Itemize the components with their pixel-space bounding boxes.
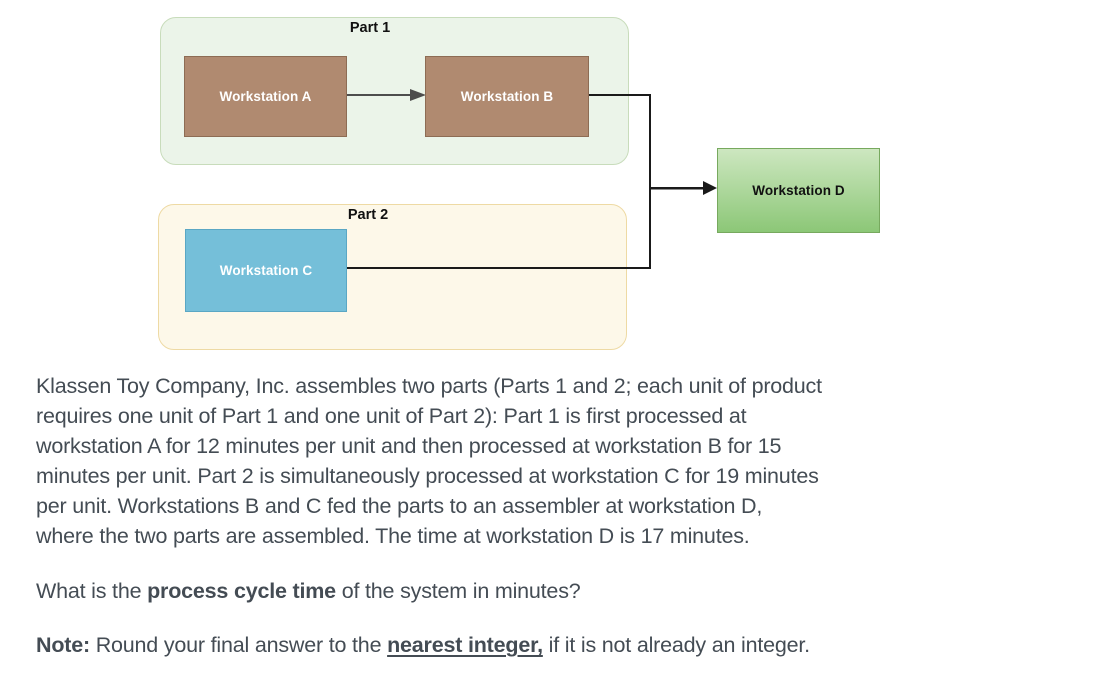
workstation-b-label: Workstation B xyxy=(460,89,554,104)
text-segment: Note: xyxy=(36,633,90,657)
workstation-a-box: Workstation A xyxy=(184,56,347,137)
arrow-to-d-head xyxy=(703,181,717,195)
text-segment: Round your final answer to the xyxy=(89,633,388,657)
problem-statement: Klassen Toy Company, Inc. assembles two … xyxy=(36,371,1076,551)
note-text: Note: Round your final answer to the nea… xyxy=(36,630,1076,660)
text-segment: nearest integer, xyxy=(387,633,543,657)
process-flow-diagram: Part 1 Part 2 Workstation A Workstation … xyxy=(158,17,880,350)
part2-label: Part 2 xyxy=(347,207,389,223)
text-segment: if it is not already an integer. xyxy=(542,633,811,657)
problem-statement-line: Klassen Toy Company, Inc. assembles two … xyxy=(36,374,822,398)
text-segment: of the system in minutes? xyxy=(335,579,581,603)
text-segment: process cycle time xyxy=(147,579,336,603)
workstation-b-box: Workstation B xyxy=(425,56,589,137)
problem-statement-line: workstation A for 12 minutes per unit an… xyxy=(36,434,782,458)
text-segment: What is the xyxy=(36,579,148,603)
workstation-c-box: Workstation C xyxy=(185,229,347,312)
part1-label: Part 1 xyxy=(349,20,391,36)
problem-statement-line: minutes per unit. Part 2 is simultaneous… xyxy=(36,464,819,488)
workstation-d-box: Workstation D xyxy=(717,148,880,233)
workstation-d-label: Workstation D xyxy=(752,183,845,198)
question-text: What is the process cycle time of the sy… xyxy=(36,576,1076,606)
problem-statement-line: requires one unit of Part 1 and one unit… xyxy=(36,404,747,428)
problem-text: Klassen Toy Company, Inc. assembles two … xyxy=(36,371,1076,660)
workstation-c-label: Workstation C xyxy=(219,263,313,278)
problem-statement-line: where the two parts are assembled. The t… xyxy=(36,524,750,548)
problem-statement-line: per unit. Workstations B and C fed the p… xyxy=(36,494,763,518)
workstation-a-label: Workstation A xyxy=(219,89,312,104)
